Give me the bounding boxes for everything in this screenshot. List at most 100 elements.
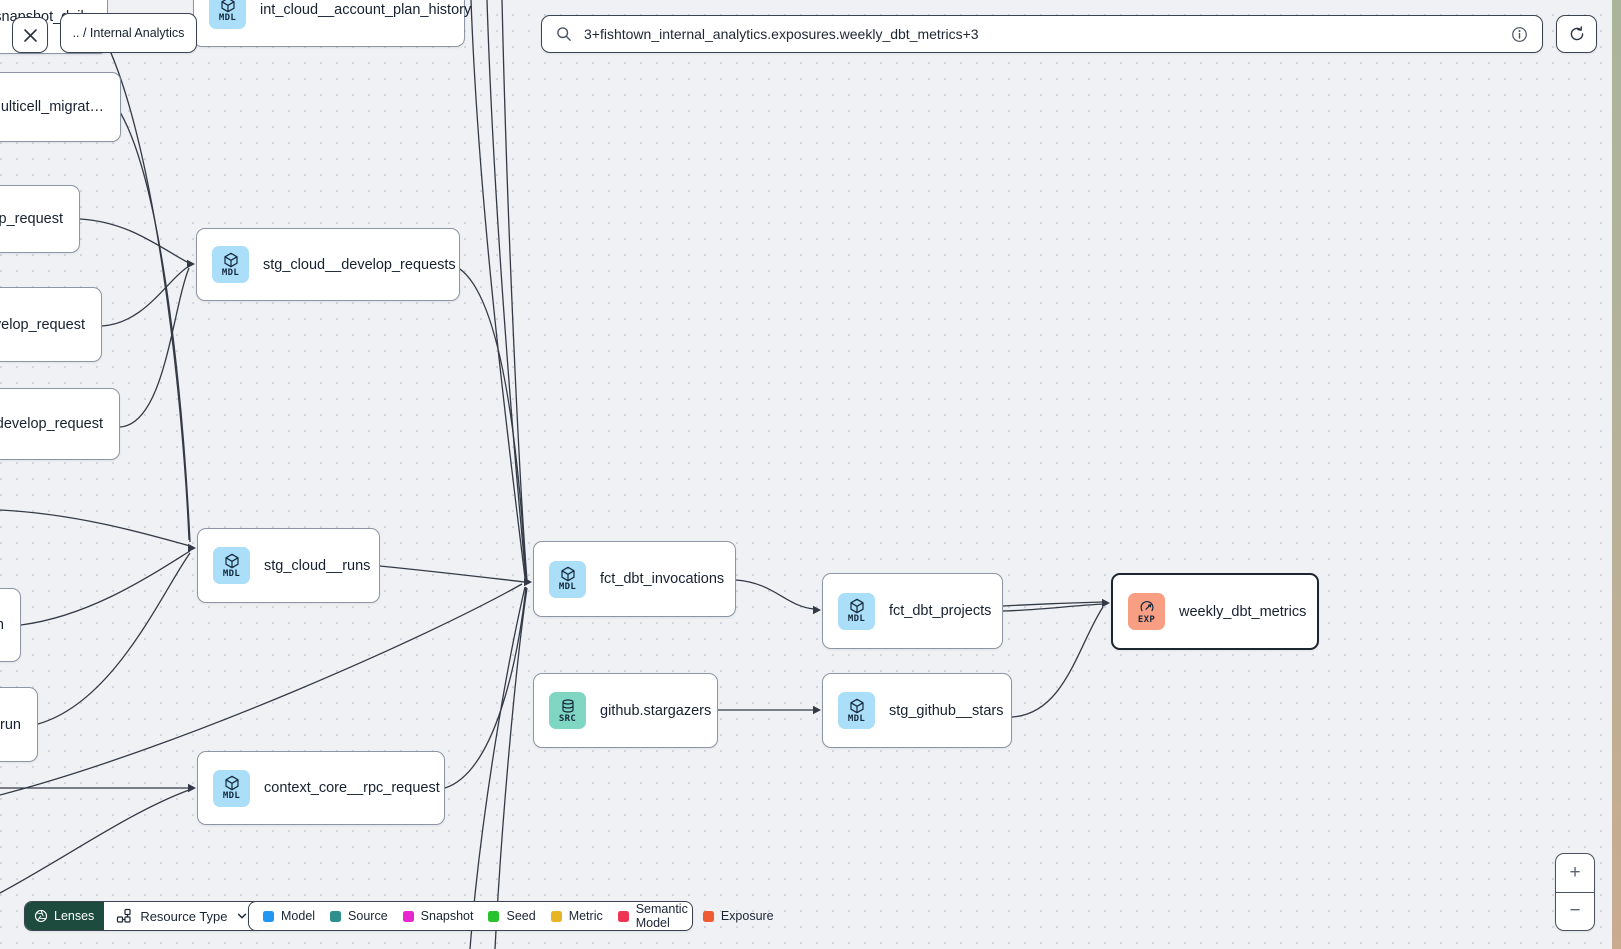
- graph-node[interactable]: p_request: [0, 185, 80, 253]
- model-badge: MDL: [838, 692, 875, 729]
- legend-swatch: [550, 910, 562, 922]
- model-icon: [220, 0, 235, 13]
- node-label: context_core__rpc_request: [264, 780, 440, 796]
- legend-item: Exposure: [702, 909, 774, 923]
- model-icon: [224, 775, 239, 791]
- legend-label: Snapshot: [420, 909, 474, 923]
- graph-node[interactable]: MDL int_cloud__account_plan_history: [193, 0, 471, 47]
- zoom-controls: + −: [1555, 853, 1595, 931]
- badge-label: MDL: [218, 13, 237, 23]
- legend-swatch: [263, 910, 274, 922]
- graph-node[interactable]: MDL fct_dbt_invocations: [533, 541, 736, 617]
- node-label: fct_dbt_projects: [889, 603, 992, 619]
- exposure-icon: [1140, 600, 1153, 611]
- node-label: p_request: [0, 211, 63, 227]
- legend-item: Metric: [550, 909, 603, 923]
- badge-label: MDL: [847, 713, 866, 724]
- graph-node[interactable]: MDL stg_github__stars: [822, 673, 1012, 748]
- graph-node[interactable]: MDL stg_cloud__runs: [197, 528, 380, 603]
- breadcrumb-label: .. / Internal Analytics: [72, 26, 185, 40]
- legend-label: Seed: [506, 909, 536, 923]
- badge-label: SRC: [558, 713, 577, 724]
- legend-item: Snapshot: [402, 909, 474, 923]
- badge-label: MDL: [558, 582, 577, 592]
- lenses-label: Lenses: [54, 909, 95, 923]
- badge-label: MDL: [221, 267, 240, 278]
- graph-node[interactable]: n: [0, 588, 21, 662]
- resource-type-label: Resource Type: [140, 908, 228, 924]
- close-button[interactable]: [12, 17, 48, 53]
- model-badge: MDL: [213, 547, 250, 584]
- node-label: int_cloud__account_plan_history: [260, 2, 472, 18]
- badge-label: MDL: [847, 614, 866, 624]
- legend-label: Semantic Model: [635, 902, 688, 930]
- legend-label: Model: [281, 909, 316, 923]
- legend-item: Source: [330, 909, 388, 923]
- search-bar[interactable]: [541, 15, 1543, 53]
- exposure-badge: EXP: [1128, 593, 1165, 630]
- info-icon[interactable]: [1511, 26, 1528, 43]
- resource-type-legend: Model Source Snapshot Seed Metric Semantic Mo…: [248, 901, 774, 931]
- source-badge: SRC: [549, 692, 586, 729]
- node-label: velop_request: [0, 316, 85, 333]
- graph-node[interactable]: SRC github.stargazers: [533, 673, 718, 748]
- badge-label: MDL: [222, 568, 241, 579]
- graph-node[interactable]: MDL fct_dbt_projects: [822, 573, 1003, 649]
- graph-node[interactable]: velop_request: [0, 287, 102, 362]
- plus-icon: +: [1569, 861, 1581, 883]
- minus-icon: −: [1569, 900, 1581, 922]
- lenses-control: Lenses Resource Type: [24, 901, 261, 931]
- zoom-in-button[interactable]: +: [1556, 854, 1594, 893]
- source-icon: [561, 698, 574, 713]
- search-icon: [557, 27, 571, 41]
- model-icon: [849, 598, 864, 614]
- node-label: fct_dbt_invocations: [600, 571, 725, 587]
- graph-node[interactable]: .run: [0, 687, 38, 762]
- model-badge: MDL: [212, 246, 249, 283]
- lenses-icon: [34, 909, 48, 923]
- node-label: stg_github__stars: [889, 702, 1004, 719]
- node-label: .develop_request: [0, 416, 103, 432]
- node-label: .run: [0, 716, 21, 733]
- legend-item: Semantic Model: [617, 902, 688, 930]
- chevron-down-icon: [237, 913, 246, 919]
- node-label: github.stargazers: [600, 702, 712, 719]
- zoom-out-button[interactable]: −: [1556, 893, 1594, 931]
- legend-swatch: [702, 910, 714, 922]
- node-label: multicell_migrat…: [0, 99, 104, 115]
- legend-item: Seed: [488, 909, 536, 923]
- refresh-button[interactable]: [1556, 15, 1597, 53]
- legend-swatch: [488, 910, 500, 922]
- node-label: n: [0, 617, 4, 633]
- model-badge: MDL: [549, 560, 586, 598]
- model-icon: [223, 252, 238, 267]
- lenses-button[interactable]: Lenses: [25, 902, 105, 930]
- breadcrumb[interactable]: .. / Internal Analytics: [60, 13, 197, 53]
- legend-label: Source: [348, 909, 388, 923]
- resource-type-icon: [117, 908, 131, 923]
- legend-swatch: [617, 910, 629, 922]
- resource-type-dropdown[interactable]: Resource Type: [104, 902, 259, 930]
- graph-node[interactable]: EXP weekly_dbt_metrics: [1111, 573, 1319, 650]
- node-label: weekly_dbt_metrics: [1179, 603, 1307, 620]
- graph-node[interactable]: .develop_request: [0, 388, 120, 460]
- desktop-edge-strip: [1612, 0, 1621, 949]
- graph-node[interactable]: MDL context_core__rpc_request: [197, 751, 445, 825]
- legend-label: Exposure: [720, 909, 774, 923]
- refresh-icon: [1570, 26, 1583, 41]
- model-badge: MDL: [209, 0, 246, 29]
- graph-node[interactable]: multicell_migrat…: [0, 72, 121, 142]
- legend-swatch: [330, 910, 342, 922]
- node-label: stg_cloud__runs: [264, 557, 371, 574]
- model-badge: MDL: [213, 769, 250, 807]
- model-icon: [224, 553, 239, 568]
- legend-item: Model: [263, 909, 315, 923]
- model-icon: [560, 566, 575, 582]
- badge-label: EXP: [1137, 614, 1156, 625]
- badge-label: MDL: [222, 791, 241, 801]
- close-icon: [23, 28, 37, 42]
- search-input[interactable]: [582, 25, 1501, 43]
- legend-swatch: [402, 910, 414, 922]
